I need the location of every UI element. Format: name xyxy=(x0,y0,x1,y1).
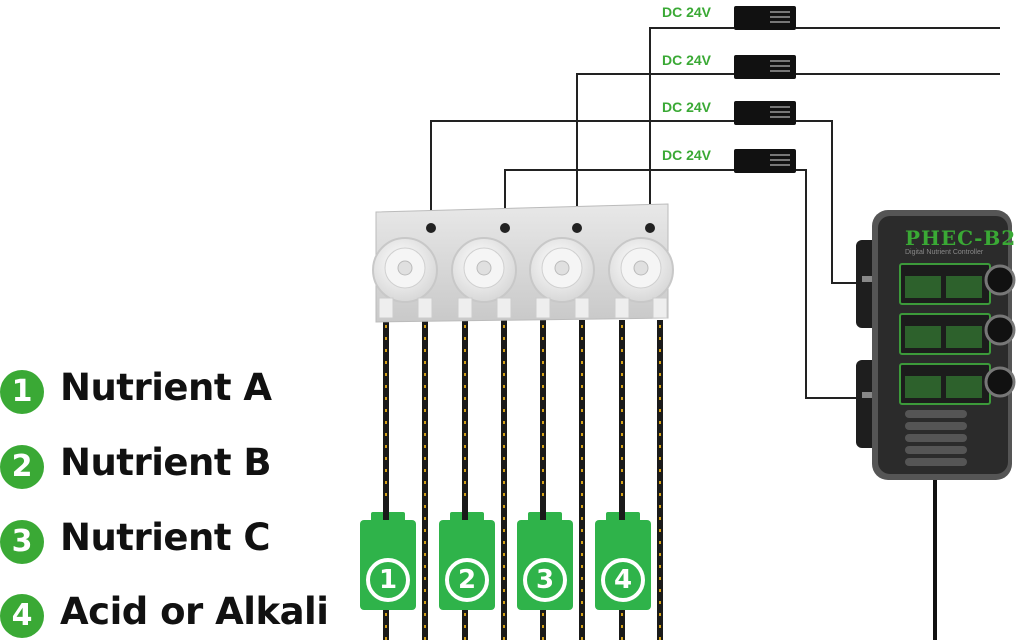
pump-4 xyxy=(608,237,674,319)
tube-markings xyxy=(385,325,661,640)
power-adapters xyxy=(734,6,796,173)
bottle-number-1: 1 xyxy=(366,558,410,602)
controller-displays xyxy=(899,263,991,405)
legend-item-4: 4 Acid or Alkali xyxy=(0,586,340,642)
legend-number-2: 2 xyxy=(0,445,44,489)
dc-label-1: DC 24V xyxy=(662,4,712,20)
dc-label-3: DC 24V xyxy=(662,99,712,115)
controller-knobs xyxy=(984,264,1016,398)
legend-label-4: Acid or Alkali xyxy=(60,590,329,633)
legend-number-1: 1 xyxy=(0,370,44,414)
legend-item-1: 1 Nutrient A xyxy=(0,362,340,418)
legend-label-2: Nutrient B xyxy=(60,441,272,484)
legend-label-3: Nutrient C xyxy=(60,516,271,559)
legend-item-3: 3 Nutrient C xyxy=(0,512,340,568)
controller-subtitle: Digital Nutrient Controller xyxy=(905,249,984,256)
controller-unit xyxy=(856,210,1016,640)
legend-item-2: 2 Nutrient B xyxy=(0,437,340,493)
dc-label-4: DC 24V xyxy=(662,147,712,163)
controller-title: PHEC-B2 xyxy=(905,226,1016,250)
pump-2 xyxy=(451,237,517,319)
pump-1 xyxy=(372,237,438,319)
legend-number-3: 3 xyxy=(0,520,44,564)
peristaltic-pumps xyxy=(372,237,674,319)
bottle-number-4: 4 xyxy=(601,558,645,602)
bottle-number-2: 2 xyxy=(445,558,489,602)
pump-3 xyxy=(529,237,595,319)
pump-bracket xyxy=(375,203,669,323)
bottle-tube-overlay xyxy=(383,500,625,520)
controller-side-ports xyxy=(862,276,872,398)
legend-label-1: Nutrient A xyxy=(60,366,272,409)
legend-number-4: 4 xyxy=(0,594,44,638)
dc-label-2: DC 24V xyxy=(662,52,712,68)
bottle-number-3: 3 xyxy=(523,558,567,602)
controller-button-list xyxy=(905,410,967,466)
